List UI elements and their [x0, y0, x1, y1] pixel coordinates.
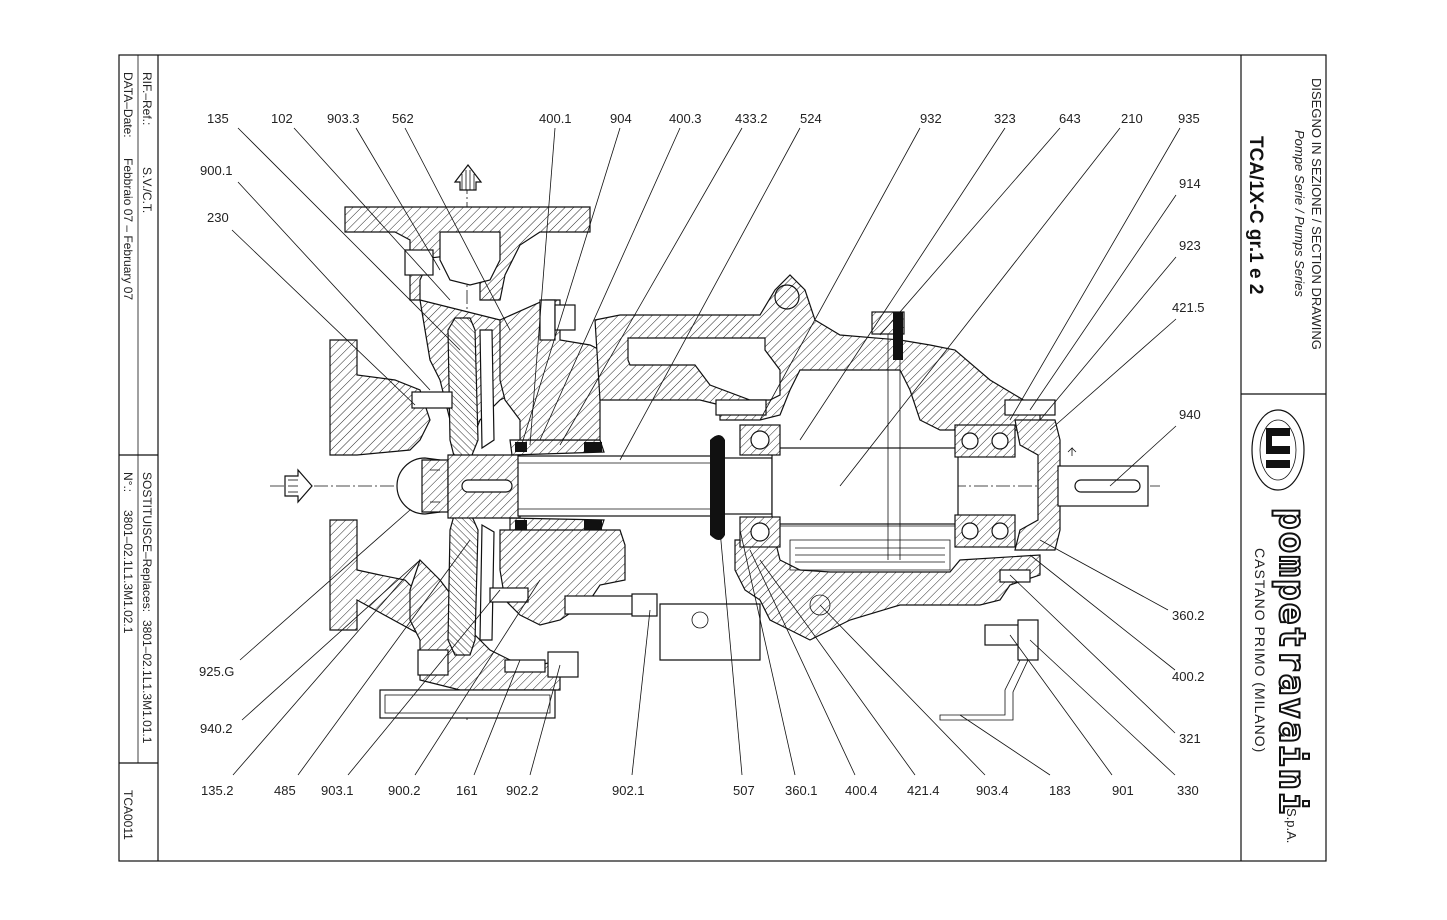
callout-904: 904 — [610, 111, 632, 126]
number-label: N°.: — [121, 472, 135, 492]
callout-902-1: 902.1 — [612, 783, 645, 798]
drawing-frame — [118, 54, 1327, 862]
callout-161: 161 — [456, 783, 478, 798]
company-city: CASTANO PRIMO (MILANO) — [1252, 548, 1268, 753]
callout-932: 932 — [920, 111, 942, 126]
callout-400-3: 400.3 — [669, 111, 702, 126]
callout-433-2: 433.2 — [735, 111, 768, 126]
date-label: DATA–Date: — [121, 72, 135, 138]
replaces-value: 3801–02.1L1.3M1.01.1 — [140, 620, 154, 744]
callout-183: 183 — [1049, 783, 1071, 798]
drawing-heading: DISEGNO IN SEZIONE / SECTION DRAWING — [1309, 78, 1324, 350]
callout-935: 935 — [1178, 111, 1200, 126]
callouts-left: 900.1 230 925.G 940.2 — [199, 163, 234, 736]
callout-524: 524 — [800, 111, 822, 126]
callout-321: 321 — [1179, 731, 1201, 746]
brand-suffix: S.p.A. — [1284, 808, 1299, 843]
number-value: 3801–02.1L1.3M1.02.1 — [121, 510, 135, 634]
callout-330: 330 — [1177, 783, 1199, 798]
callout-400-2: 400.2 — [1172, 669, 1205, 684]
series-line: Pompe Serie / Pumps Series — [1292, 130, 1307, 297]
company-logo — [1251, 409, 1305, 491]
callout-323: 323 — [994, 111, 1016, 126]
callout-903-1: 903.1 — [321, 783, 354, 798]
callout-901: 901 — [1112, 783, 1134, 798]
callout-900-1: 900.1 — [200, 163, 233, 178]
callout-400-1: 400.1 — [539, 111, 572, 126]
callouts-right: 914 923 421.5 940 360.2 400.2 321 — [1172, 176, 1205, 746]
callout-903-4: 903.4 — [976, 783, 1009, 798]
ref-value: S.V./C.T. — [140, 167, 154, 213]
callout-360-1: 360.1 — [785, 783, 818, 798]
callouts-top: 135 102 903.3 562 400.1 904 400.3 433.2 … — [207, 111, 1200, 126]
callout-923: 923 — [1179, 238, 1201, 253]
title-block: DISEGNO IN SEZIONE / SECTION DRAWING Pom… — [1245, 78, 1324, 843]
callout-940-2: 940.2 — [200, 721, 233, 736]
drawing-code: TCA0011 — [121, 790, 135, 840]
callout-485: 485 — [274, 783, 296, 798]
date-value: Febbraio 07 – February 07 — [121, 158, 135, 300]
revision-block: RIF.–Ref.: S.V./C.T. DATA–Date: Febbraio… — [121, 72, 154, 840]
callout-400-4: 400.4 — [845, 783, 878, 798]
replaces-label: SOSTITUISCE–Replaces: — [140, 472, 154, 612]
callout-643: 643 — [1059, 111, 1081, 126]
callout-102: 102 — [271, 111, 293, 126]
callouts-bottom: 135.2 485 903.1 900.2 161 902.2 902.1 50… — [201, 783, 1199, 798]
pump-section-drawing — [270, 164, 1160, 721]
callout-230: 230 — [207, 210, 229, 225]
leader-lines — [231, 127, 1181, 776]
callout-900-2: 900.2 — [388, 783, 421, 798]
callout-903-3: 903.3 — [327, 111, 360, 126]
callout-135: 135 — [207, 111, 229, 126]
callout-360-2: 360.2 — [1172, 608, 1205, 623]
callout-562: 562 — [392, 111, 414, 126]
callout-902-2: 902.2 — [506, 783, 539, 798]
ref-label: RIF.–Ref.: — [140, 72, 154, 125]
callout-210: 210 — [1121, 111, 1143, 126]
pump-model: TCA/1X-C gr.1 e 2 — [1245, 136, 1266, 294]
callout-135-2: 135.2 — [201, 783, 234, 798]
brand-name: pompetravaini — [1271, 508, 1312, 816]
callout-421-4: 421.4 — [907, 783, 940, 798]
callout-507: 507 — [733, 783, 755, 798]
callout-421-5: 421.5 — [1172, 300, 1205, 315]
callout-940: 940 — [1179, 407, 1201, 422]
callout-914: 914 — [1179, 176, 1201, 191]
callout-925-G: 925.G — [199, 664, 234, 679]
